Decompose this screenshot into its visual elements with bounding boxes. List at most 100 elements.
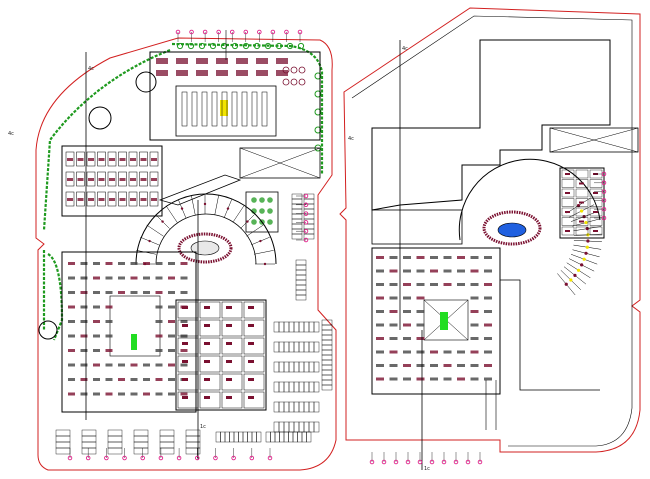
parking-bay <box>313 341 320 353</box>
parking-bay <box>303 361 310 373</box>
grid-markers-left-east <box>296 193 309 243</box>
green-marker-right <box>440 312 448 330</box>
furniture <box>68 363 75 367</box>
tree <box>209 42 217 50</box>
parking-bay <box>55 435 71 443</box>
parking-bay <box>291 218 303 225</box>
furniture <box>176 58 188 64</box>
yellow-marker-top <box>220 100 228 116</box>
left-lower-hall-core <box>109 295 161 357</box>
parking-bay <box>273 361 280 373</box>
furniture <box>118 378 125 381</box>
parking-bay <box>288 381 295 393</box>
parking-bay <box>297 431 303 443</box>
furniture <box>430 364 438 367</box>
furniture <box>470 337 479 340</box>
furniture <box>376 256 384 259</box>
parking-bay <box>288 321 295 333</box>
grid-marker <box>601 198 607 203</box>
parking-bay <box>220 431 226 443</box>
grid-marker <box>231 455 236 461</box>
grid-marker <box>601 206 607 212</box>
furniture <box>457 269 465 273</box>
tree <box>187 42 195 50</box>
left-sheet: 4c 4c 1c <box>8 29 337 471</box>
tree <box>314 90 322 98</box>
grid-marker <box>158 455 164 461</box>
furniture <box>105 334 113 338</box>
right-axis-label-bottom: 1c <box>424 466 430 472</box>
parking-bay <box>293 341 300 353</box>
furniture <box>93 392 100 396</box>
furniture <box>416 377 425 381</box>
furniture <box>168 276 175 280</box>
furniture <box>155 262 163 265</box>
furniture <box>168 320 175 323</box>
parking-bay <box>55 447 71 455</box>
right-hall-furniture <box>376 256 492 381</box>
furniture <box>216 70 228 76</box>
arena-pool-right <box>497 222 527 238</box>
parking-bay <box>278 401 285 413</box>
grid-marker <box>270 29 276 35</box>
furniture <box>443 283 452 286</box>
furniture <box>376 350 384 354</box>
parking-bay <box>308 401 315 413</box>
parking-bay <box>256 431 262 443</box>
furniture <box>93 363 100 367</box>
arena-seating-right <box>482 210 542 246</box>
furniture <box>416 256 425 259</box>
furniture <box>470 323 479 327</box>
parking-bay <box>303 421 310 433</box>
parking-bay <box>321 329 333 336</box>
furniture <box>143 378 150 381</box>
right-lower-hall <box>371 247 501 395</box>
furniture <box>443 364 452 367</box>
furniture <box>443 269 452 273</box>
left-top-block <box>149 51 321 141</box>
left-lower-hall <box>61 251 197 413</box>
furniture <box>196 58 208 64</box>
tree <box>314 126 322 134</box>
parking-bay <box>273 381 280 393</box>
furniture <box>105 392 113 396</box>
tree <box>220 42 228 50</box>
grid-marker <box>104 455 109 461</box>
parking-bay <box>313 321 320 333</box>
middle-block-stalls <box>65 151 159 207</box>
furniture <box>376 323 384 327</box>
tree <box>231 42 239 50</box>
furniture <box>376 377 384 381</box>
furniture <box>256 70 268 76</box>
parking-bay <box>303 218 315 225</box>
grid-marker <box>243 29 249 35</box>
furniture <box>155 320 163 323</box>
furniture <box>389 296 398 300</box>
furniture <box>143 392 150 396</box>
tree <box>314 72 322 80</box>
furniture <box>430 283 438 286</box>
parking-bay <box>291 223 303 230</box>
pool-circle-north <box>135 71 157 93</box>
furniture <box>457 350 465 354</box>
furniture <box>118 291 125 294</box>
furniture <box>403 337 411 340</box>
furniture <box>180 363 188 367</box>
tree <box>267 219 273 225</box>
furniture <box>180 276 188 280</box>
furniture <box>118 262 125 265</box>
parking-bay <box>295 279 307 286</box>
parking-bay <box>159 447 175 455</box>
furniture <box>155 334 163 338</box>
parking-bay <box>298 321 305 333</box>
parking-bays-south <box>55 429 312 455</box>
parking-bay <box>81 429 97 437</box>
tree <box>267 208 273 214</box>
furniture <box>168 349 175 352</box>
furniture <box>168 262 175 265</box>
furniture <box>484 377 492 381</box>
parking-bay <box>273 421 280 433</box>
furniture <box>376 310 384 313</box>
grid-marker <box>417 459 423 465</box>
grid-marker <box>257 29 262 35</box>
